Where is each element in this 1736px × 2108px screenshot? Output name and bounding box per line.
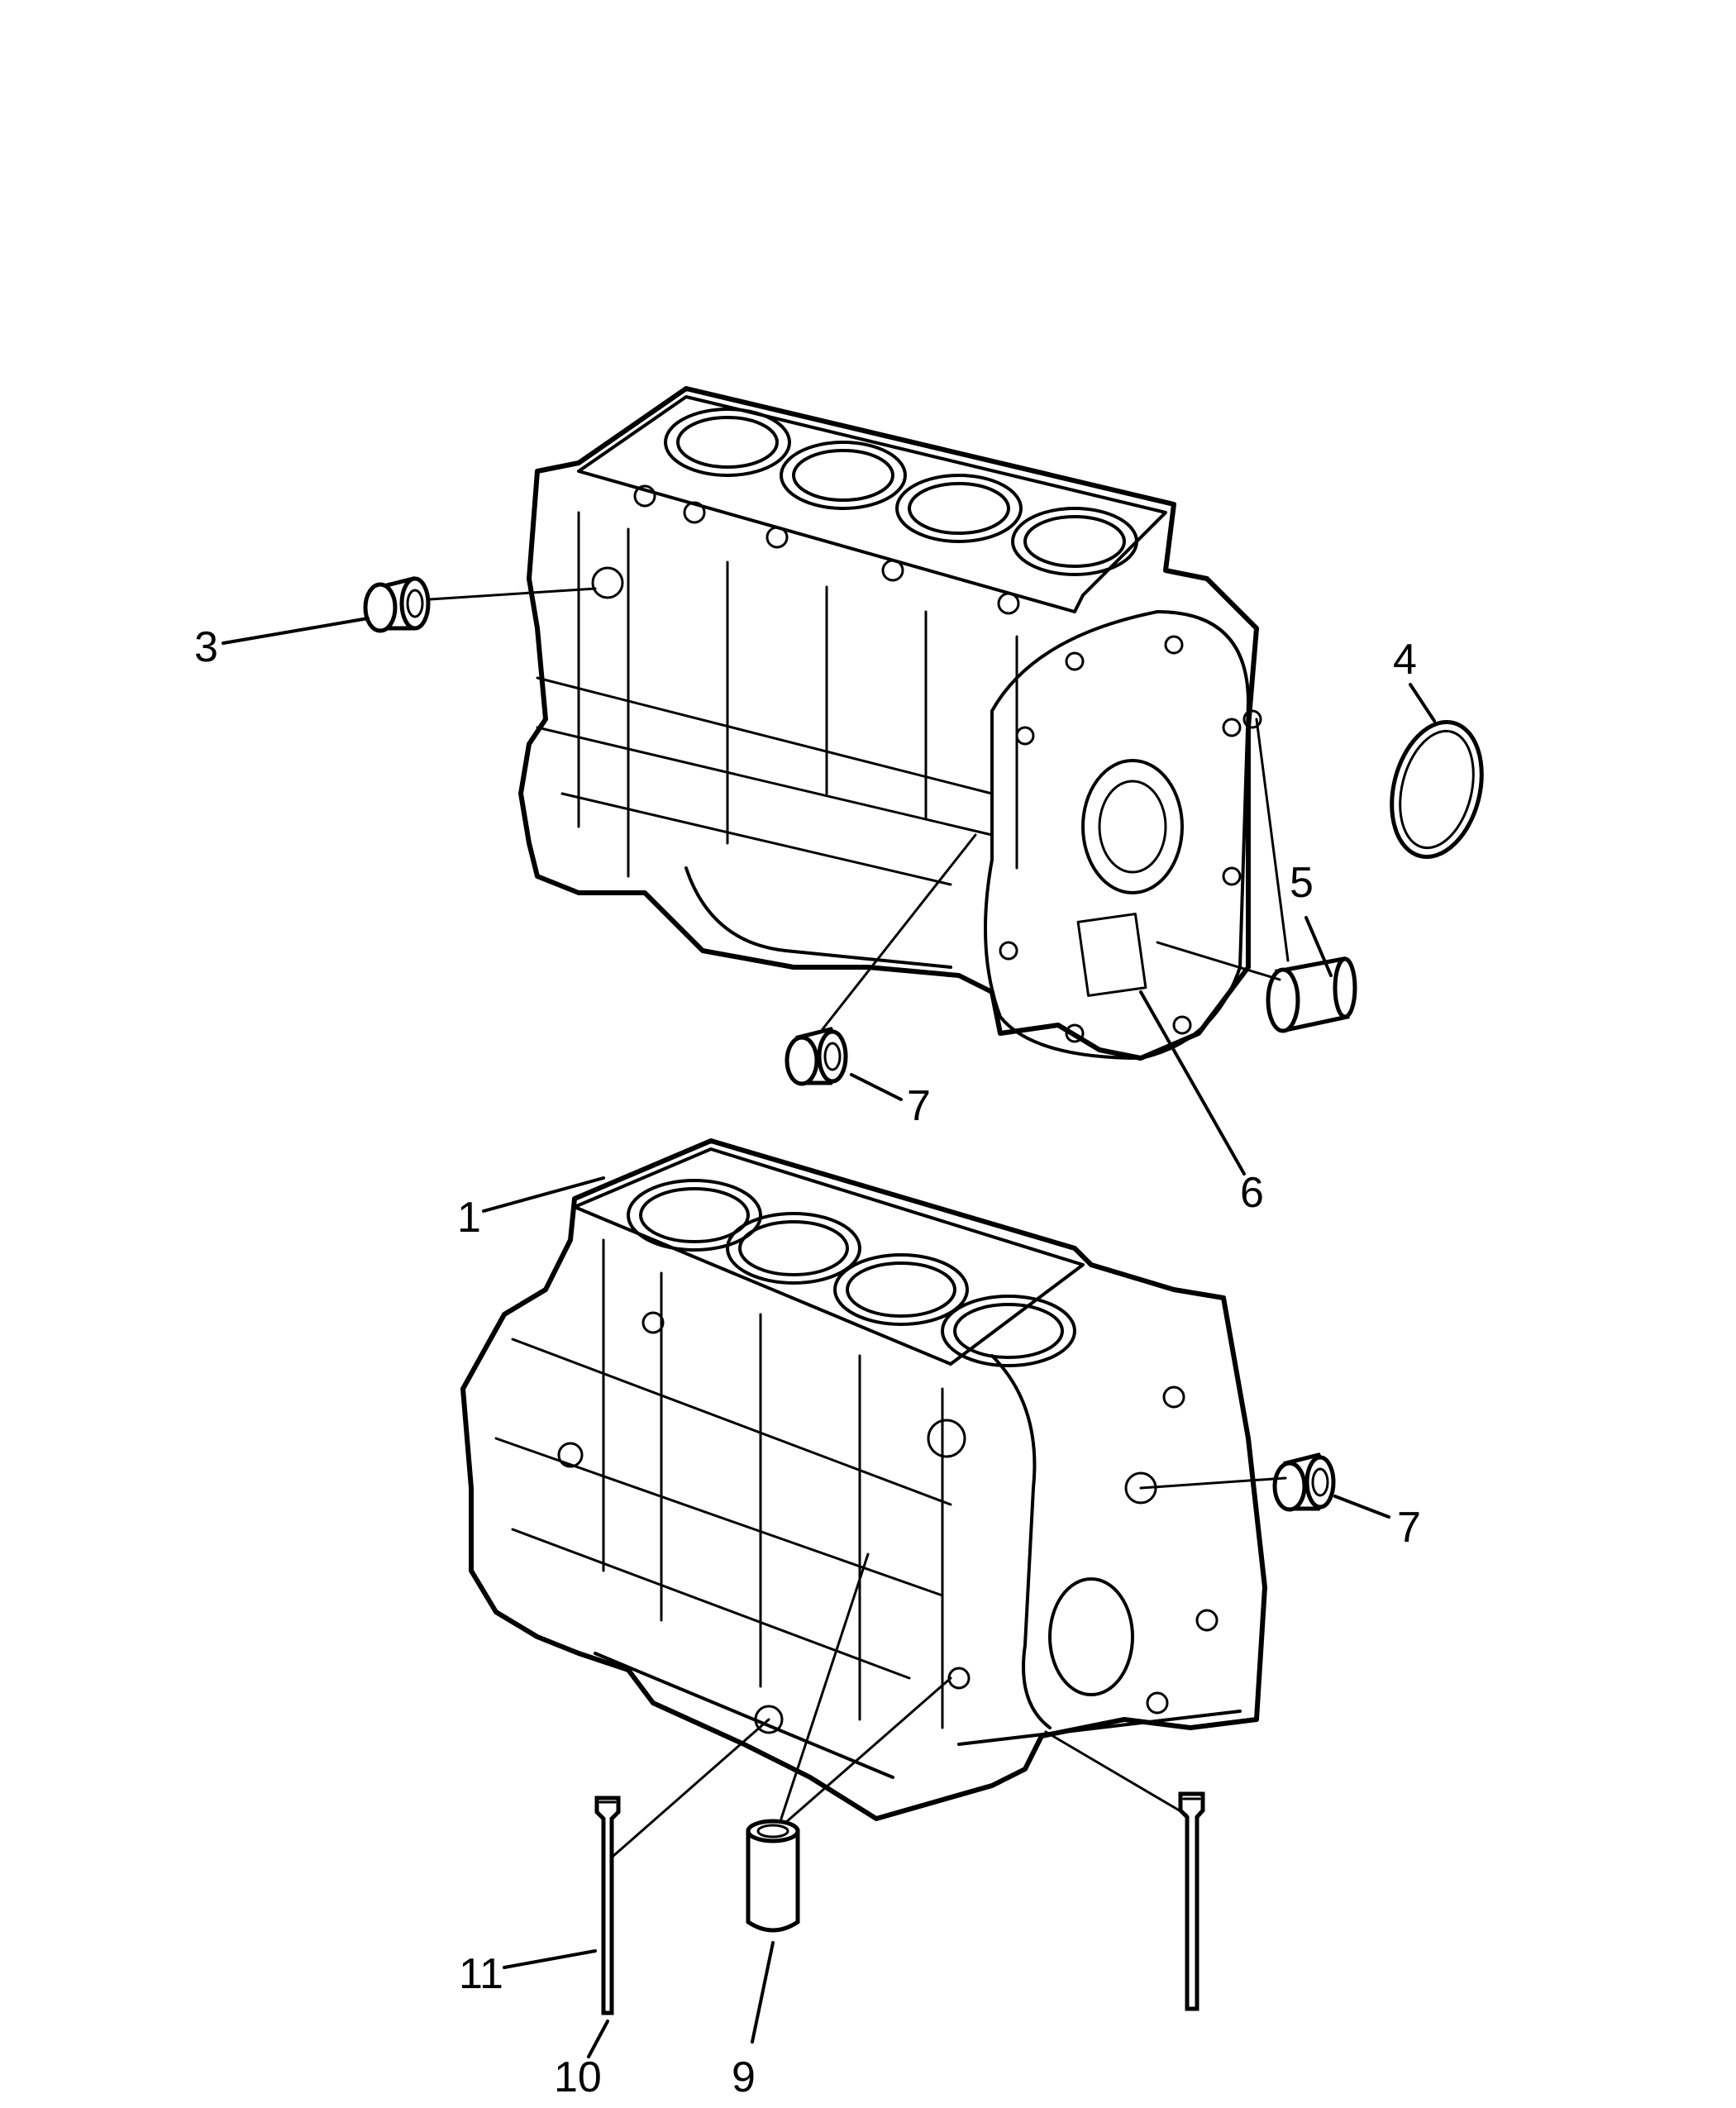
callout-4: 4 (1393, 636, 1417, 684)
part-7-plug-upper (785, 1027, 848, 1086)
callout-9: 9 (732, 2053, 756, 2101)
part-7-plug-lower (1272, 1452, 1336, 1512)
lower-engine-block (460, 1138, 1267, 1821)
callout-7-lower: 7 (1397, 1504, 1421, 1552)
callout-11: 11 (459, 1950, 503, 1998)
part-10-bolt (594, 1796, 621, 2015)
callout-10: 10 (554, 2053, 602, 2101)
callout-7-upper: 7 (907, 1082, 931, 1130)
leader-lines (222, 587, 1436, 2058)
part-9-dowel (746, 1819, 800, 1933)
part-bolt-right (1178, 1791, 1205, 2011)
part-4-seal-ring (1390, 719, 1484, 860)
callout-3: 3 (194, 623, 218, 671)
callout-6: 6 (1240, 1169, 1264, 1217)
callout-1: 1 (457, 1194, 481, 1242)
part-5-cup-plug (1266, 956, 1357, 1033)
callout-5: 5 (1290, 859, 1314, 907)
upper-engine-block (518, 386, 1262, 1061)
part-3-plug (363, 576, 431, 633)
callout-labels: 3 4 5 7 6 1 7 11 10 9 (194, 623, 1421, 2101)
